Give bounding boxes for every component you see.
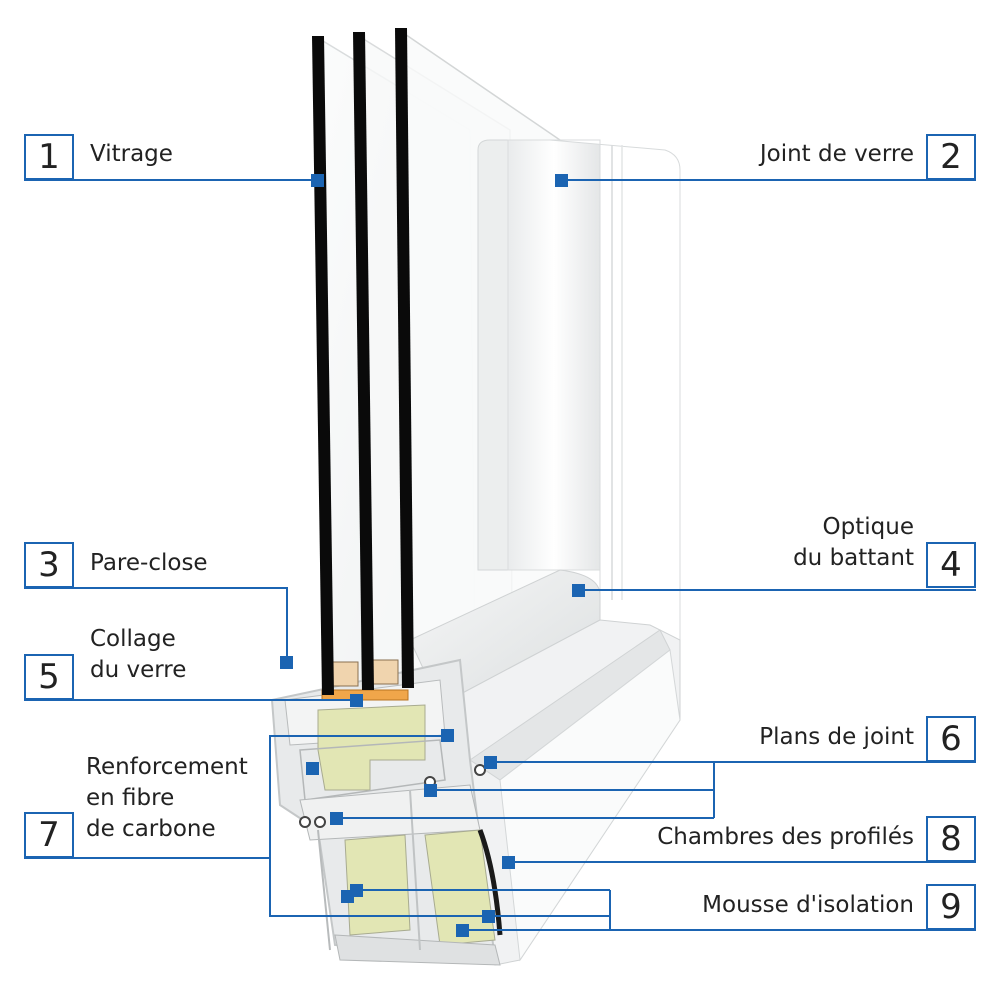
glass-bonding-strip: [321, 689, 409, 701]
callout-label-7: Renforcement en fibre de carbone: [86, 752, 248, 845]
callout-label-3-line: Pare-close: [90, 550, 208, 576]
callout-label-3: Pare-close: [90, 548, 208, 579]
callout-label-4: Optique du battant: [793, 512, 914, 574]
callout-label-8: Chambres des profilés: [657, 822, 914, 853]
callout-label-8-line: Chambres des profilés: [657, 824, 914, 850]
callout-label-9: Mousse d'isolation: [702, 890, 914, 921]
callout-label-7-line-2: en fibre: [86, 785, 175, 811]
glass-edges: [312, 28, 414, 695]
callout-label-2-line: Joint de verre: [759, 141, 914, 167]
callout-markers: [280, 174, 585, 937]
callout-number-3: 3: [24, 542, 74, 588]
callout-number-6: 6: [926, 716, 976, 762]
callout-number-2: 2: [926, 134, 976, 180]
callout-label-4-line-1: Optique: [822, 514, 914, 540]
sash-frame: [477, 139, 681, 721]
callout-number-1: 1: [24, 134, 74, 180]
spacer-left: [329, 661, 359, 687]
callout-label-6-line: Plans de joint: [759, 724, 914, 750]
callout-number-5: 5: [24, 654, 74, 700]
leader-lines: [24, 179, 976, 931]
callout-label-7-line-1: Renforcement: [86, 754, 248, 780]
callout-number-9: 9: [926, 884, 976, 930]
callout-label-5-line-2: du verre: [90, 657, 187, 683]
callout-label-1-line: Vitrage: [90, 141, 173, 167]
callout-label-9-line: Mousse d'isolation: [702, 892, 914, 918]
carbon-reinforcement-foam: [317, 704, 426, 791]
callout-number-7: 7: [24, 812, 74, 858]
callout-label-1: Vitrage: [90, 139, 173, 170]
callout-label-2: Joint de verre: [760, 139, 914, 170]
insulation-foam-left: [344, 834, 411, 936]
callout-label-6: Plans de joint: [759, 722, 914, 753]
callout-number-4: 4: [926, 542, 976, 588]
spacer-right: [369, 659, 399, 685]
callout-label-5: Collage du verre: [90, 624, 186, 686]
callout-label-5-line-1: Collage: [90, 626, 176, 652]
callout-label-4-line-2: du battant: [793, 545, 914, 571]
callout-label-7-line-3: de carbone: [86, 816, 216, 842]
callout-number-8: 8: [926, 816, 976, 862]
